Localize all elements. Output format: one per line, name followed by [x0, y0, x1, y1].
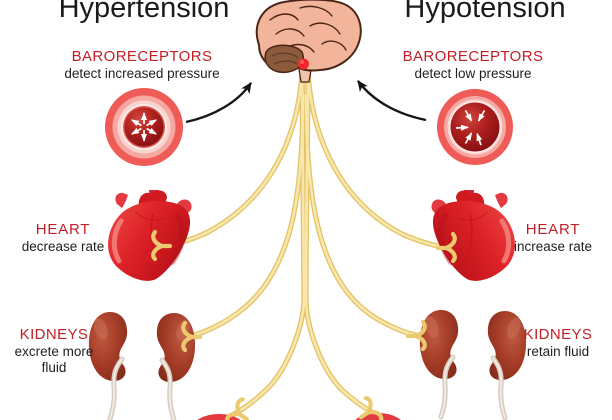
baroreceptors-right-title: BARORECEPTORS	[402, 48, 544, 65]
baroreceptors-right-desc: detect low pressure	[414, 66, 532, 81]
arrow-to-brain-left	[185, 82, 252, 124]
heart-left-label: HEART decrease rate	[8, 221, 118, 255]
heart-left-title: HEART	[35, 221, 91, 238]
heart-right-label: HEART increase rate	[497, 221, 609, 255]
medulla-dot-icon	[298, 58, 309, 70]
baroreceptors-left-desc: detect increased pressure	[64, 66, 220, 81]
kidneys-right-title: KIDNEYS	[523, 326, 593, 343]
brain-icon	[255, 0, 362, 83]
title-hypertension: Hypertension	[58, 0, 230, 24]
arrow-to-brain-right	[357, 80, 427, 122]
kidneys-right-label: KIDNEYS retain fluid	[503, 326, 612, 360]
heart-left-icon	[108, 190, 191, 281]
kidneys-left-icon	[89, 312, 195, 420]
dilated-blood-vessel-icon	[105, 88, 183, 166]
kidneys-left-desc: excrete more fluid	[14, 344, 94, 376]
baroreceptors-left-label: BARORECEPTORS detect increased pressure	[42, 48, 242, 82]
constricted-blood-vessel-icon	[437, 89, 513, 165]
heart-right-title: HEART	[525, 221, 581, 238]
kidneys-left-label: KIDNEYS excrete more fluid	[4, 326, 104, 376]
baroreceptors-right-label: BARORECEPTORS detect low pressure	[373, 48, 573, 82]
title-hypotension: Hypotension	[404, 0, 566, 24]
kidneys-left-title: KIDNEYS	[19, 326, 89, 343]
kidneys-right-desc: retain fluid	[526, 344, 590, 359]
heart-right-desc: increase rate	[513, 239, 593, 254]
heart-left-desc: decrease rate	[21, 239, 105, 254]
baroreceptors-left-title: BARORECEPTORS	[71, 48, 213, 65]
